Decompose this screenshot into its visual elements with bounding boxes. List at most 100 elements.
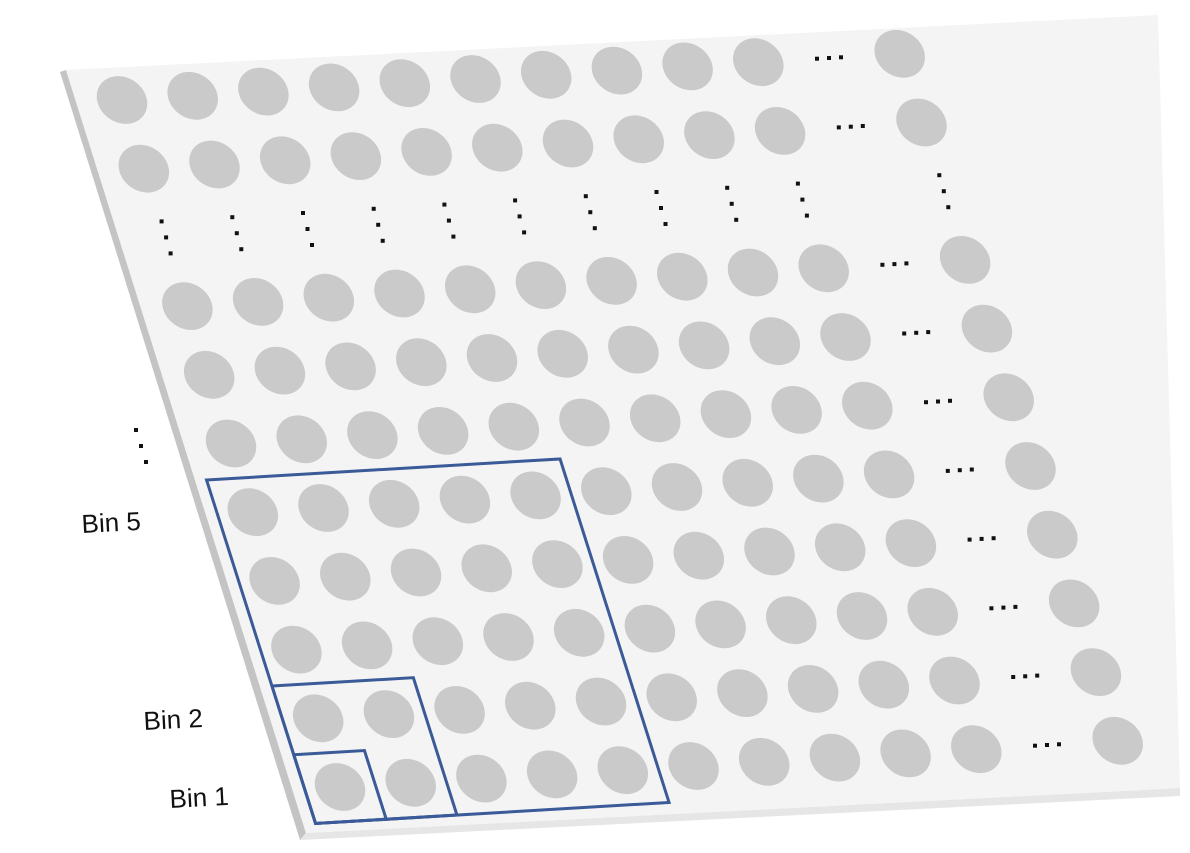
vertical-ellipsis-dot [517, 214, 522, 219]
well [505, 681, 556, 730]
horizontal-ellipsis-dot [1057, 742, 1061, 747]
horizontal-ellipsis-dot [979, 536, 984, 541]
well [766, 596, 817, 645]
vertical-ellipsis-dot [734, 217, 739, 222]
horizontal-ellipsis-dot [967, 537, 972, 542]
well [1092, 716, 1143, 765]
well [483, 613, 534, 661]
vertical-ellipsis-dot [446, 218, 451, 223]
horizontal-ellipsis-dot [926, 330, 931, 335]
well [227, 488, 279, 537]
bin5-label: Bin 5 [81, 506, 142, 539]
well [581, 467, 632, 516]
horizontal-ellipsis-dot [989, 606, 994, 611]
well [396, 338, 447, 387]
well [678, 321, 730, 370]
vertical-ellipsis-dot [800, 197, 805, 202]
well [444, 265, 496, 314]
row-ellipsis-dot [134, 428, 138, 432]
well [162, 282, 213, 330]
well [608, 325, 659, 374]
vertical-ellipsis-dot [583, 194, 588, 199]
well [320, 552, 371, 601]
vertical-ellipsis-dot [310, 243, 314, 247]
horizontal-ellipsis-dot [1001, 605, 1006, 610]
horizontal-ellipsis-dot [1035, 673, 1040, 678]
well [939, 236, 991, 284]
vertical-ellipsis-dot [795, 181, 800, 186]
well [896, 98, 947, 147]
bin2-label: Bin 2 [143, 703, 204, 736]
vertical-ellipsis-dot [522, 230, 527, 235]
well [532, 540, 583, 588]
vertical-ellipsis-dot [941, 189, 946, 194]
well [602, 536, 654, 584]
vertical-ellipsis-dot [451, 234, 456, 239]
well [597, 746, 649, 795]
well [401, 128, 452, 176]
well [929, 656, 980, 705]
well [754, 107, 806, 155]
well [559, 398, 610, 447]
well [537, 329, 588, 378]
well [249, 557, 300, 605]
horizontal-ellipsis-dot [848, 124, 853, 129]
well [695, 600, 746, 649]
well [466, 334, 518, 382]
well [820, 313, 871, 361]
well [510, 471, 561, 520]
vertical-ellipsis-dot [654, 190, 659, 194]
well [292, 694, 344, 743]
well [874, 29, 925, 78]
vertical-ellipsis-dot [380, 238, 385, 243]
horizontal-ellipsis-dot [914, 330, 919, 335]
well [298, 484, 349, 532]
well [347, 411, 398, 459]
vertical-ellipsis-dot [301, 211, 305, 215]
well [515, 261, 567, 309]
well [787, 665, 839, 713]
horizontal-ellipsis-dot [839, 55, 843, 60]
horizontal-ellipsis-dot [892, 262, 897, 267]
well [885, 519, 937, 567]
well [809, 733, 861, 782]
well [793, 454, 844, 503]
vertical-ellipsis-dot [234, 231, 239, 236]
vertical-ellipsis-dot [230, 215, 235, 220]
well [271, 625, 322, 674]
well [858, 660, 910, 709]
well [1070, 648, 1122, 696]
vertical-ellipsis-dot [725, 185, 730, 190]
horizontal-ellipsis-dot [836, 125, 841, 130]
well [303, 273, 355, 322]
well [814, 523, 866, 572]
well [1027, 510, 1078, 559]
vertical-ellipsis-dot [305, 227, 310, 231]
horizontal-ellipsis-dot [945, 468, 950, 473]
well [700, 390, 752, 438]
vertical-ellipsis-dot [659, 206, 663, 210]
horizontal-ellipsis-dot [991, 536, 996, 541]
well [390, 548, 442, 597]
well [189, 140, 240, 189]
well [961, 304, 1013, 353]
well [738, 737, 790, 786]
vertical-ellipsis-dot [663, 222, 668, 226]
well [205, 419, 257, 468]
vertical-ellipsis-dot [159, 219, 164, 224]
well [586, 257, 637, 305]
ellipsis-group [134, 55, 1061, 748]
well [330, 132, 382, 180]
well [657, 252, 708, 301]
well [629, 394, 681, 443]
well [232, 278, 284, 326]
well [238, 67, 289, 116]
well [439, 475, 491, 524]
vertical-ellipsis-dot [946, 205, 951, 210]
vertical-ellipsis-dot [513, 198, 518, 203]
well [983, 373, 1034, 422]
horizontal-ellipsis-dot [948, 398, 952, 403]
row-ellipsis-dot [139, 444, 143, 448]
horizontal-ellipsis-dot [1033, 743, 1037, 748]
well [749, 317, 801, 366]
